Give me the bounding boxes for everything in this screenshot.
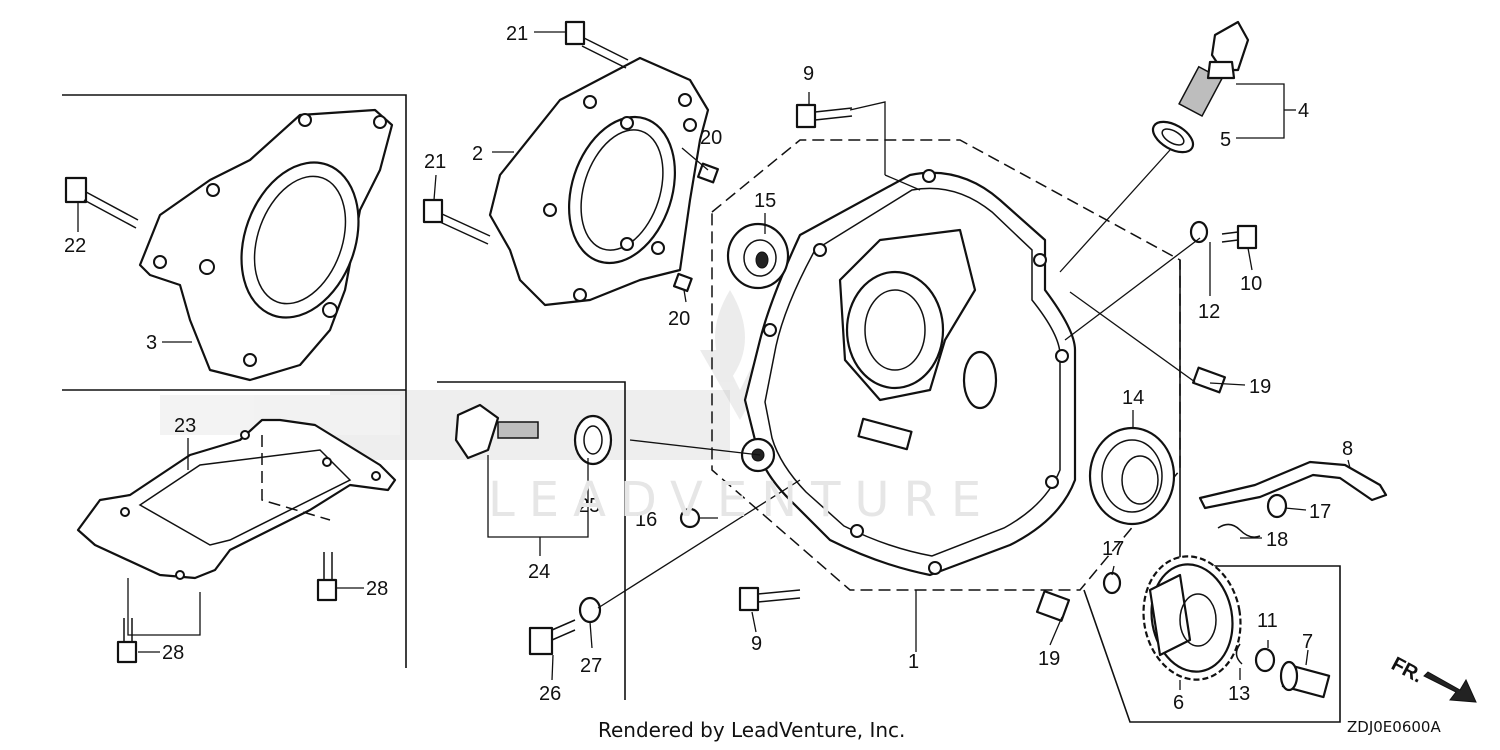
skid-plate-23 [76,418,397,580]
dowel-pins [672,162,1226,622]
bearing-14 [1088,426,1176,526]
callout-22: 22 [64,235,86,257]
callout-28-left: 28 [162,642,184,664]
callout-1: 1 [908,651,919,673]
callout-13: 13 [1228,683,1250,705]
callout-3: 3 [146,332,157,354]
bolt-28-right [316,552,338,602]
callout-4: 4 [1298,100,1309,122]
seal-ring-25 [573,414,613,466]
diagram-code: ZDJ0E0600A [1347,718,1441,736]
gear-6 [1142,555,1242,681]
oil-seal-15 [726,222,790,290]
callout-8: 8 [1342,438,1353,460]
callout-5: 5 [1220,129,1231,151]
arm-8 [1198,460,1388,510]
footer-credit: Rendered by LeadVenture, Inc. [598,718,906,742]
callout-9-bottom: 9 [751,633,762,655]
callout-26: 26 [539,683,561,705]
callout-20-bottom: 20 [668,308,690,330]
bolt-26 [528,619,576,656]
washers [578,220,1288,673]
o-ring-5 [1151,120,1195,154]
callout-25: 25 [578,495,600,517]
crankcase-cover [711,139,1181,591]
front-direction-arrow [1423,671,1477,703]
callout-27: 27 [580,655,602,677]
pin-7 [1279,660,1331,699]
callout-12: 12 [1198,301,1220,323]
bolt-21-top [564,20,629,69]
callout-24: 24 [528,561,550,583]
callout-21-top: 21 [506,23,528,45]
callout-6: 6 [1173,692,1184,714]
callout-20-top: 20 [700,127,722,149]
bolt-9-top [795,103,853,129]
callout-15: 15 [754,190,776,212]
callout-23: 23 [174,415,196,437]
callout-10: 10 [1240,273,1262,295]
callout-16: 16 [635,509,657,531]
callout-9-top: 9 [803,63,814,85]
callout-28-right: 28 [366,578,388,600]
fr-label: FR. [1388,653,1427,688]
clip-18 [1217,523,1261,538]
drain-plug-24 [454,403,539,460]
bolt-28-left [116,618,138,664]
callout-17-left: 17 [1102,538,1124,560]
callout-labels: 1 2 3 4 5 6 7 8 9 9 10 11 12 13 14 15 16… [64,23,1426,714]
bolts [64,20,1258,664]
callout-2: 2 [472,143,483,165]
stipple-band [160,390,730,460]
frame-boxes [62,94,1341,723]
callout-7: 7 [1302,631,1313,653]
leader-lines [77,31,1351,690]
mounting-frame-2 [488,56,710,307]
bolt-9-bottom [738,586,801,612]
bolt-10 [1221,224,1258,250]
mounting-frame-3 [138,108,394,382]
callout-21-left: 21 [424,151,446,173]
bolt-21-left [422,198,491,245]
callout-18: 18 [1266,529,1288,551]
callout-17-right: 17 [1309,501,1331,523]
callout-11: 11 [1257,610,1278,632]
watermark-text: LEADVENTURE [488,472,996,528]
callout-19-bottom: 19 [1038,648,1060,670]
dipstick-4 [1178,20,1250,118]
callout-19-right: 19 [1249,376,1271,398]
callout-14: 14 [1122,387,1144,409]
bolt-22 [64,176,139,229]
